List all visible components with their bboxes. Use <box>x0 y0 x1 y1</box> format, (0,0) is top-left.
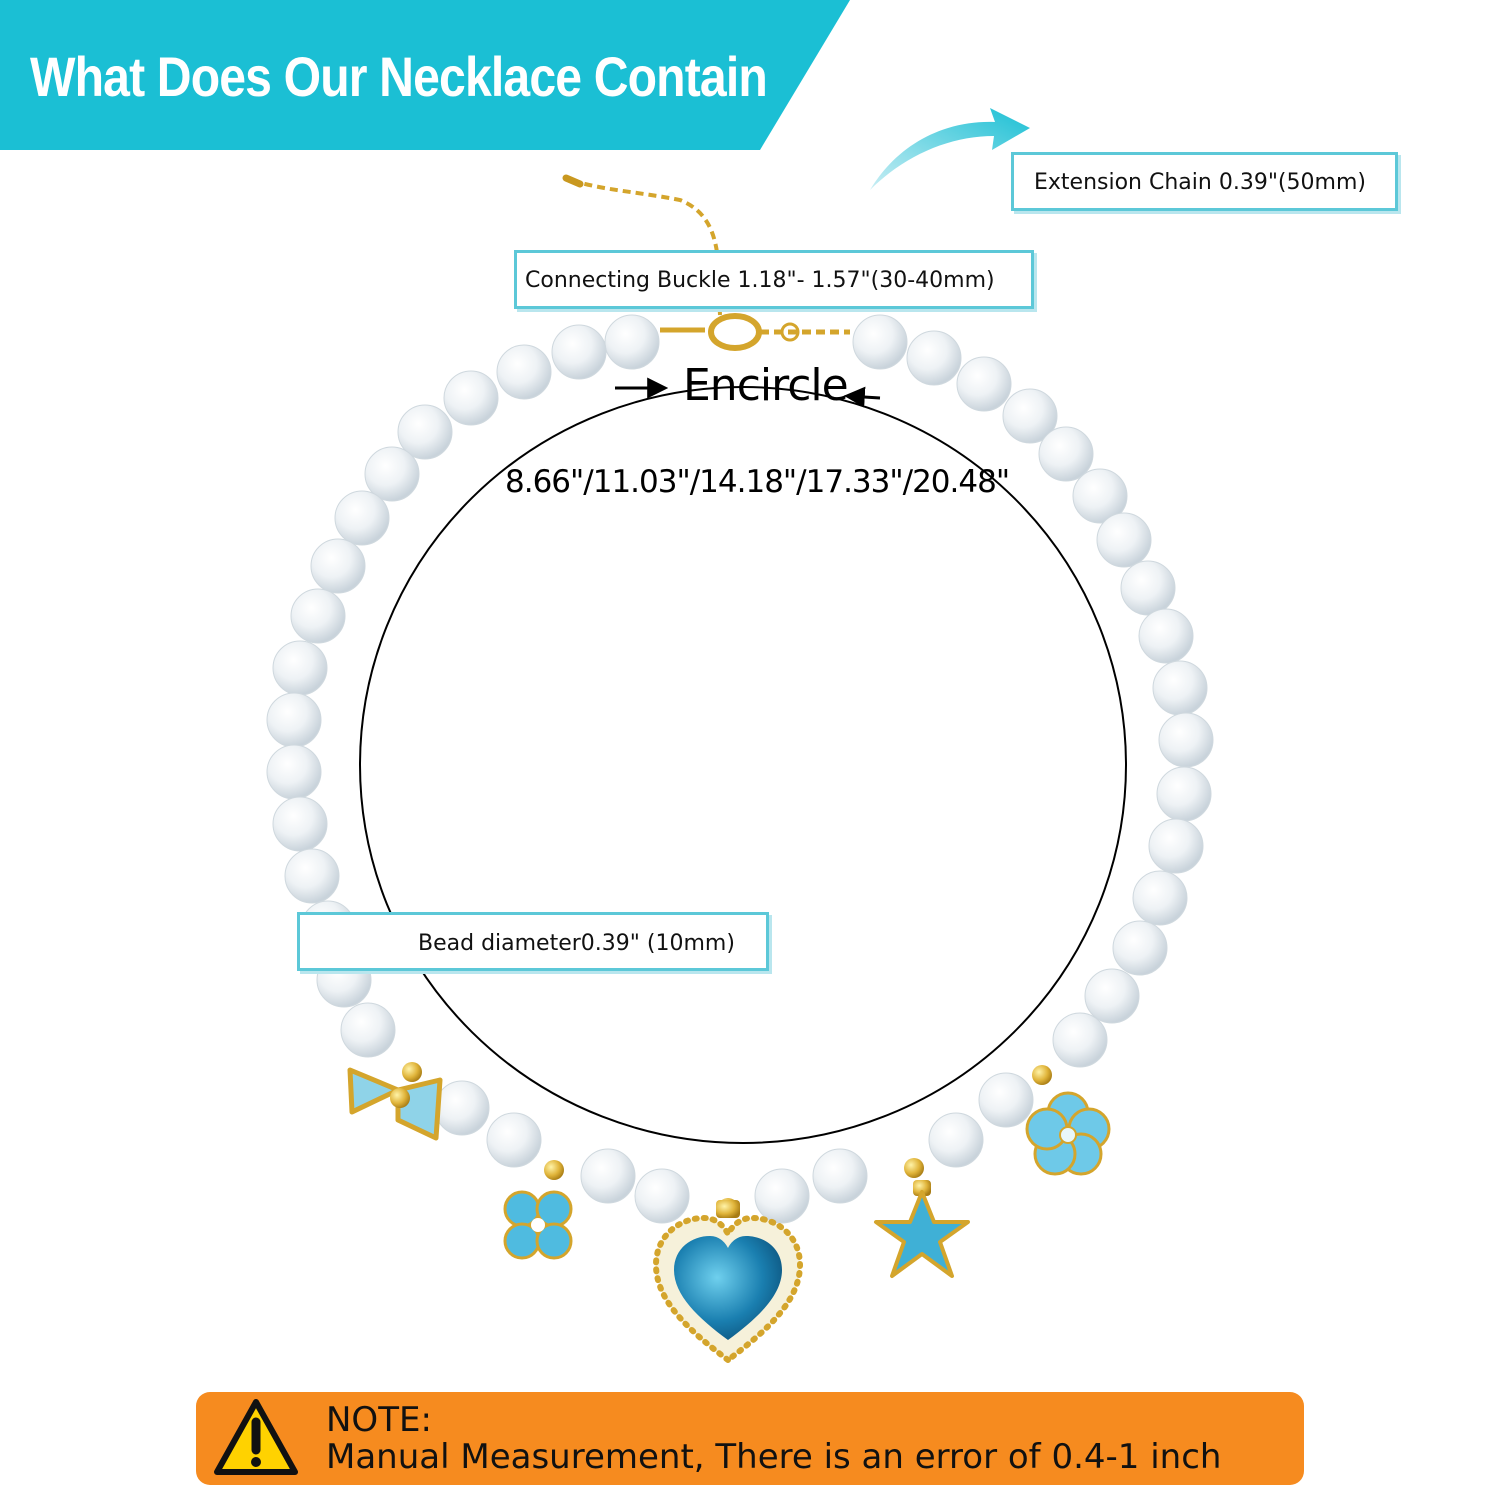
pearl-bead <box>334 490 390 546</box>
pearl-bead <box>1138 608 1194 664</box>
pearl-bead <box>551 324 607 380</box>
pearl-bead <box>443 370 499 426</box>
pearl-bead <box>284 848 340 904</box>
pearl-bead <box>272 640 328 696</box>
pearl-bead <box>1120 560 1176 616</box>
clover-charm <box>503 1190 573 1260</box>
pearl-bead <box>340 1002 396 1058</box>
encircle-title: Encircle <box>683 360 849 411</box>
pearl-bead <box>1132 870 1188 926</box>
encircle-sizes: 8.66"/11.03"/14.18"/17.33"/20.48" <box>505 464 1010 500</box>
pearl-bead <box>1038 426 1094 482</box>
pearl-bead <box>397 404 453 460</box>
page-title: What Does Our Necklace Contain <box>30 45 768 108</box>
warning-icon <box>214 1399 298 1475</box>
title-banner <box>0 0 850 150</box>
pearl-bead <box>580 1148 636 1204</box>
arrow-right-icon <box>843 386 881 408</box>
pearl-bead <box>1158 712 1214 768</box>
note-banner <box>196 1392 1304 1485</box>
heart-gem-charm <box>652 1200 804 1364</box>
pearl-bead <box>310 538 366 594</box>
pearl-bead <box>1096 512 1152 568</box>
pearl-bead <box>272 796 328 852</box>
pearl-bead <box>290 588 346 644</box>
note-title: NOTE: <box>326 1400 432 1440</box>
pearl-bead <box>266 744 322 800</box>
encircle-circle <box>359 386 1127 1144</box>
pearl-bead <box>1072 468 1128 524</box>
pearl-beads <box>266 314 1214 1224</box>
pearl-bead <box>906 330 962 386</box>
pearl-bead <box>812 1148 868 1204</box>
pearl-bead <box>1156 766 1212 822</box>
pearl-bead <box>496 344 552 400</box>
bead-diameter-label: Bead diameter0.39" (10mm) <box>297 912 769 971</box>
pearl-bead <box>754 1168 810 1224</box>
pearl-bead <box>1084 968 1140 1024</box>
starfish-charm <box>874 1180 970 1278</box>
pearl-bead <box>604 314 660 370</box>
pearl-bead <box>1112 920 1168 976</box>
pearl-bead <box>364 446 420 502</box>
pearl-bead <box>1002 388 1058 444</box>
pearl-bead <box>434 1080 490 1136</box>
pearl-bead <box>978 1072 1034 1128</box>
pearl-bead <box>634 1168 690 1224</box>
flower-charm <box>1025 1091 1111 1176</box>
note-text: Manual Measurement, There is an error of… <box>326 1437 1222 1477</box>
extension-chain-label: Extension Chain 0.39"(50mm) <box>1011 152 1398 211</box>
pearl-bead <box>486 1112 542 1168</box>
pearl-bead <box>1052 1012 1108 1068</box>
bow-charm <box>347 1067 443 1141</box>
pearl-bead <box>1152 660 1208 716</box>
lobster-clasp <box>660 313 850 351</box>
pearl-bead <box>956 356 1012 412</box>
pearl-bead <box>852 314 908 370</box>
pearl-bead <box>1148 818 1204 874</box>
swoosh-arrow-icon <box>870 108 1030 190</box>
connecting-buckle-label: Connecting Buckle 1.18"- 1.57"(30-40mm) <box>514 250 1034 309</box>
pearl-bead <box>266 692 322 748</box>
pearl-bead <box>928 1112 984 1168</box>
